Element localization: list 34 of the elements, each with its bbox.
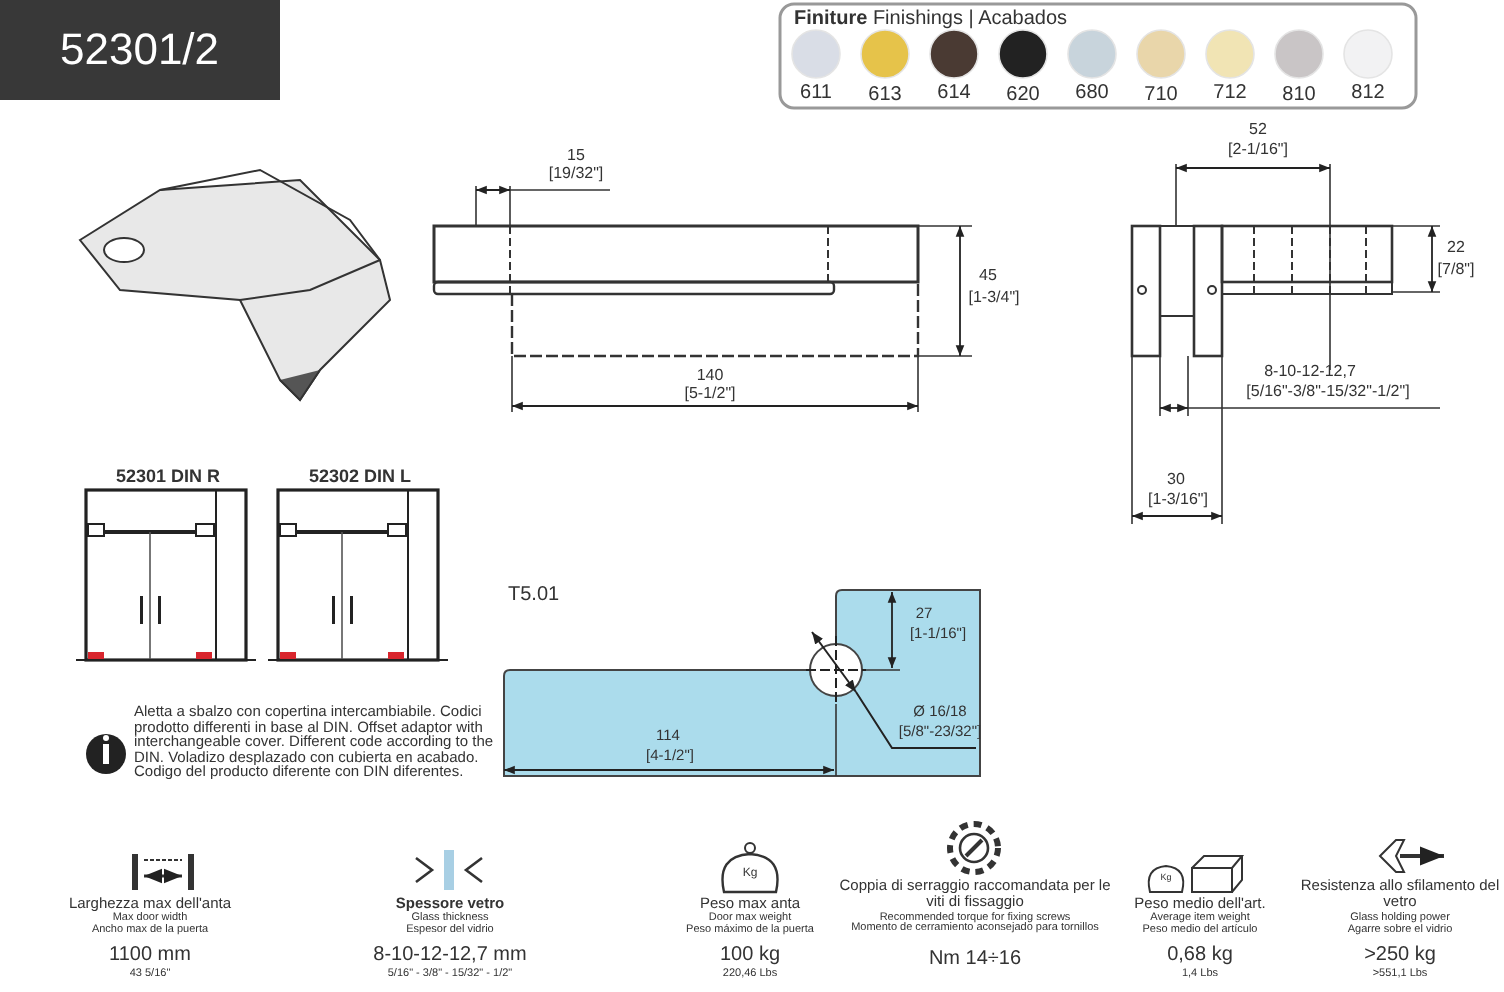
dimension-label: 52 xyxy=(1247,122,1269,140)
dimension-label: 15 xyxy=(565,148,587,166)
door-config-label: 52302 DIN L xyxy=(306,468,414,488)
dimension-label: [7/8"] xyxy=(1435,262,1477,280)
finish-code: 620 xyxy=(1004,84,1042,106)
dimension-label: [2-1/16"] xyxy=(1226,142,1290,160)
spec-value: Nm 14÷16 xyxy=(926,948,1024,970)
dimension-label: [1-3/16"] xyxy=(1146,492,1210,510)
finish-code: 614 xyxy=(935,82,973,104)
finish-code: 712 xyxy=(1211,82,1249,104)
dimension-label: 45 xyxy=(977,268,999,286)
spec-value: >250 kg xyxy=(1362,944,1438,966)
spec-value: 8-10-12-12,7 mm xyxy=(371,944,529,966)
dimension-label: 140 xyxy=(694,368,726,386)
dimension-label: 8-10-12-12,7 xyxy=(1262,364,1358,382)
finish-code: 812 xyxy=(1349,82,1387,104)
dimension-label: [5/16"-3/8"-15/32"-1/2"] xyxy=(1244,384,1412,402)
product-code: 52301/2 xyxy=(0,0,280,100)
dimension-label: [5-1/2"] xyxy=(682,386,738,404)
spec-value: 100 kg xyxy=(717,944,783,966)
spec-value: 1100 mm xyxy=(107,944,193,966)
door-config-label: 52301 DIN R xyxy=(113,468,223,488)
finish-code: 680 xyxy=(1073,82,1111,104)
legend-title: Finiture Finishings | Acabados xyxy=(794,8,1070,30)
spec-value: 0,68 kg xyxy=(1165,944,1235,966)
dimension-label: 22 xyxy=(1445,240,1467,258)
cutout-code: T5.01 xyxy=(508,584,562,606)
finish-code: 810 xyxy=(1280,84,1318,106)
finish-code: 710 xyxy=(1142,84,1180,106)
finish-code: 613 xyxy=(866,84,904,106)
finish-code: 611 xyxy=(798,82,834,104)
dimension-label: [1-3/4"] xyxy=(966,290,1022,308)
dimension-label: 30 xyxy=(1165,472,1187,490)
dimension-label: [19/32"] xyxy=(546,166,606,184)
